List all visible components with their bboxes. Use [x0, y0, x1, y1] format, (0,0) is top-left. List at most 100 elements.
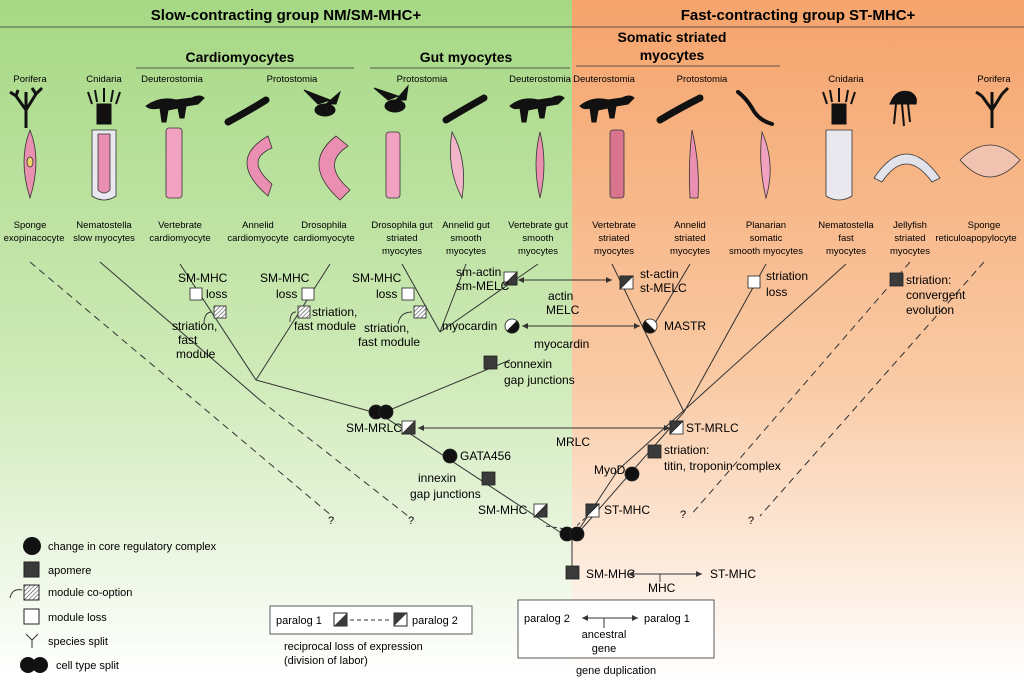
tree-label: ? — [680, 509, 686, 521]
dup-label: paralog 1 — [644, 613, 690, 625]
cell-type-label: Vertebrate gut — [508, 220, 568, 231]
tree-label: ST-MRLC — [686, 421, 739, 435]
taxon-label: Protostomia — [677, 74, 728, 85]
paralog-legend-box: paralog 1 paralog 2 reciprocal loss of e… — [269, 605, 473, 667]
sponge-silhouette-icon — [9, 86, 44, 128]
tree-label: gap junctions — [410, 487, 481, 501]
legend-apomere-icon — [23, 561, 40, 578]
worm-silhouette-icon — [442, 94, 488, 124]
cell-type-label: Vertebrate — [158, 220, 202, 231]
anemone-silhouette-icon — [822, 88, 856, 125]
tree-label: ? — [748, 515, 754, 527]
cell-type-label: myocytes — [446, 246, 486, 257]
slow-group-header: Slow-contracting group NM/SM-MHC+ — [151, 7, 422, 24]
apomere-marker — [481, 471, 496, 486]
cell-type-label: smooth — [522, 233, 553, 244]
dup-label: ancestral — [582, 629, 627, 641]
cell-type-label: cardiomyocyte — [149, 233, 210, 244]
arrowhead — [582, 615, 588, 621]
gut-myocytes-header: Gut myocytes — [420, 49, 513, 65]
cell-type-label: striated — [894, 233, 925, 244]
cell-type-label: myocytes — [518, 246, 558, 257]
tree-label: st-MELC — [640, 281, 687, 295]
legend-label: cell type split — [56, 660, 119, 672]
cell-type-label: fast — [838, 233, 854, 244]
tree-label: striation, — [364, 321, 409, 335]
cell-jellyfish-striated — [873, 153, 941, 183]
cell-type-label: reticuloapopylocyte — [935, 233, 1016, 244]
legend-loss-icon — [23, 608, 40, 625]
fast-group-background — [572, 0, 1024, 679]
cell-annelid-gut — [450, 130, 464, 200]
cell-sponge-reticuloapopylocyte — [959, 144, 1021, 178]
paralog-2-icon — [393, 612, 408, 627]
cell-annelid-cardiomyocyte — [246, 135, 273, 197]
arrowhead — [628, 571, 634, 577]
legend-label: module co-option — [48, 587, 132, 599]
cell-type-label: Drosophila gut — [371, 220, 433, 231]
sponge-silhouette-icon — [975, 86, 1010, 128]
dup-label: gene — [592, 643, 616, 655]
dinosaur-silhouette-icon — [145, 95, 205, 123]
legend-label: species split — [48, 636, 108, 648]
core-regulatory-change-marker — [624, 466, 640, 482]
cooption-arrow-icon — [397, 311, 413, 325]
paralog-split-marker — [669, 420, 684, 435]
cell-type-label: Annelid gut — [442, 220, 490, 231]
tree-label: ST-MHC — [710, 567, 756, 581]
arrowhead — [418, 425, 424, 431]
legend-label: change in core regulatory complex — [48, 541, 217, 553]
paralog-1-icon — [333, 612, 348, 627]
fly-silhouette-icon — [373, 84, 409, 113]
taxon-label: Deuterostomia — [573, 74, 635, 85]
tree-label: actin — [548, 289, 573, 303]
mastr-marker — [642, 318, 658, 334]
legend-cell-split-icon — [20, 657, 48, 673]
legend-cooption-arrow-icon — [9, 589, 23, 599]
arrowhead — [606, 277, 612, 283]
tree-label: sm-actin — [456, 265, 501, 279]
somatic-header-line1: Somatic striated — [618, 29, 727, 45]
tree-label: innexin — [418, 471, 456, 485]
tree-label: SM-MHC — [478, 503, 528, 517]
legend-cooption-icon — [23, 584, 40, 601]
legend-species-split-icon — [25, 633, 39, 648]
cell-vertebrate-cardiomyocyte — [165, 127, 183, 199]
tree-label: striation — [766, 269, 808, 283]
dup-caption: gene duplication — [576, 665, 656, 677]
tree-label: MRLC — [556, 435, 590, 449]
taxon-label: Deuterostomia — [509, 74, 571, 85]
paralog-caption: reciprocal loss of expression — [284, 641, 423, 653]
apomere-marker — [565, 565, 580, 580]
planarian-silhouette-icon — [736, 90, 774, 126]
cell-type-label: Nematostella — [76, 220, 132, 231]
dinosaur-silhouette-icon — [509, 95, 565, 123]
somatic-header-line2: myocytes — [640, 47, 705, 63]
cardiomyocytes-header: Cardiomyocytes — [186, 49, 295, 65]
cell-type-split-marker — [368, 404, 394, 420]
tree-label: fast — [178, 333, 198, 347]
tree-label: MASTR — [664, 319, 706, 333]
mhc-connector — [628, 573, 702, 582]
tree-label: fast module — [294, 319, 356, 333]
worm-silhouette-icon — [224, 96, 270, 126]
cell-type-label: exopinacocyte — [4, 233, 65, 244]
cell-inner — [97, 133, 111, 194]
module-cooption-marker — [413, 305, 427, 319]
tree-label: loss — [206, 287, 227, 301]
tree-label: ? — [328, 515, 334, 527]
legend-core-icon — [23, 537, 41, 555]
tree-label: loss — [766, 285, 787, 299]
cell-type-label: Nematostella — [818, 220, 874, 231]
legend: change in core regulatory complex apomer… — [9, 537, 217, 673]
cell-type-label: Planarian — [746, 220, 786, 231]
slow-group-background — [0, 0, 572, 679]
taxon-label: Cnidaria — [828, 74, 864, 85]
tree-label: SM-MHC — [586, 567, 636, 581]
legend-label: apomere — [48, 565, 91, 577]
tree-label: ST-MHC — [604, 503, 650, 517]
paralog-split-marker — [585, 503, 600, 518]
cell-type-label: myocytes — [890, 246, 930, 257]
